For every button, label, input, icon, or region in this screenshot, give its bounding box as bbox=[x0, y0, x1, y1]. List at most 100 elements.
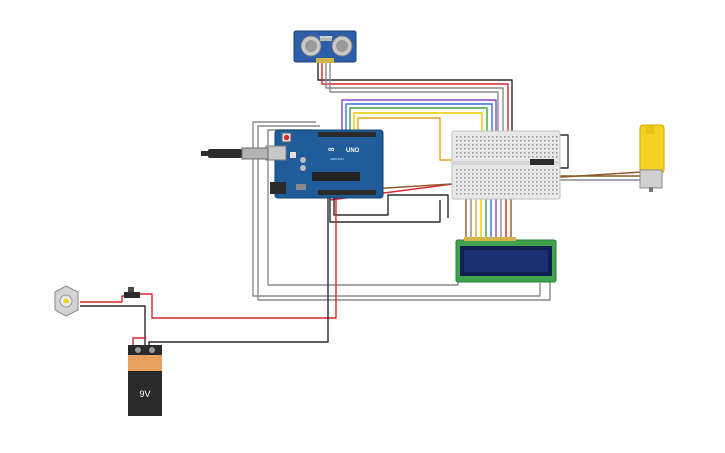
breadboard-hole bbox=[492, 173, 494, 175]
breadboard[interactable] bbox=[451, 130, 561, 200]
breadboard-hole bbox=[488, 144, 490, 146]
breadboard-hole bbox=[504, 144, 506, 146]
wire-yellow-data[interactable] bbox=[353, 112, 483, 140]
breadboard-hole bbox=[484, 148, 486, 150]
breadboard-hole bbox=[544, 140, 546, 142]
breadboard-hole bbox=[492, 193, 494, 195]
breadboard-hole bbox=[540, 152, 542, 154]
breadboard-hole bbox=[468, 156, 470, 158]
breadboard-hole bbox=[552, 181, 554, 183]
breadboard-hole bbox=[504, 152, 506, 154]
wire-red-fan[interactable] bbox=[80, 295, 128, 303]
ultrasonic-sensor[interactable]: HC-SR04 bbox=[293, 30, 357, 63]
breadboard-hole bbox=[508, 140, 510, 142]
breadboard-hole bbox=[472, 177, 474, 179]
breadboard-hole bbox=[496, 177, 498, 179]
breadboard-hole bbox=[508, 144, 510, 146]
breadboard-hole bbox=[540, 140, 542, 142]
wire-red-switch[interactable] bbox=[138, 198, 337, 319]
breadboard-hole bbox=[548, 136, 550, 138]
breadboard-hole bbox=[556, 148, 558, 150]
breadboard-hole bbox=[556, 156, 558, 158]
wire-gray-sensor-1[interactable] bbox=[325, 62, 504, 131]
breadboard-hole bbox=[544, 156, 546, 158]
breadboard-hole bbox=[468, 140, 470, 142]
breadboard-hole bbox=[548, 148, 550, 150]
breadboard-hole bbox=[504, 177, 506, 179]
breadboard-hole bbox=[536, 156, 538, 158]
breadboard-hole bbox=[528, 152, 530, 154]
wires bbox=[80, 62, 643, 346]
breadboard-hole bbox=[520, 193, 522, 195]
breadboard-hole bbox=[548, 193, 550, 195]
breadboard-hole bbox=[504, 169, 506, 171]
breadboard-hole bbox=[504, 136, 506, 138]
breadboard-hole bbox=[532, 169, 534, 171]
breadboard-hole bbox=[552, 136, 554, 138]
wire-black-bottom-loop[interactable] bbox=[333, 194, 449, 218]
breadboard-hole bbox=[532, 156, 534, 158]
breadboard-hole bbox=[540, 148, 542, 150]
breadboard-hole bbox=[512, 177, 514, 179]
dc-gear-motor[interactable] bbox=[639, 124, 665, 192]
breadboard-hole bbox=[484, 140, 486, 142]
breadboard-hole bbox=[464, 185, 466, 187]
lcd-display[interactable] bbox=[455, 237, 557, 283]
breadboard-hole bbox=[520, 173, 522, 175]
breadboard-hole bbox=[548, 156, 550, 158]
breadboard-hole bbox=[548, 181, 550, 183]
breadboard-hole bbox=[460, 189, 462, 191]
breadboard-hole bbox=[460, 173, 462, 175]
wire-red-sensor[interactable] bbox=[321, 62, 509, 131]
breadboard-hole bbox=[524, 144, 526, 146]
wire-red-battery[interactable] bbox=[132, 337, 146, 346]
breadboard-hole bbox=[460, 193, 462, 195]
arduino-uno[interactable]: ∞ UNO ARDUINO bbox=[265, 129, 384, 199]
wire-black-arduino-gnd[interactable] bbox=[329, 198, 441, 223]
wire-gray-outer-1[interactable] bbox=[257, 125, 551, 301]
breadboard-hole bbox=[524, 185, 526, 187]
breadboard-hole bbox=[508, 173, 510, 175]
wire-black-fan[interactable] bbox=[80, 305, 146, 346]
wire-gray-outer-2[interactable] bbox=[252, 121, 541, 297]
breadboard-hole bbox=[524, 173, 526, 175]
breadboard-hole bbox=[504, 173, 506, 175]
wire-black-sensor[interactable] bbox=[317, 62, 513, 131]
breadboard-hole bbox=[500, 144, 502, 146]
power-jack bbox=[270, 182, 286, 194]
breadboard-hole bbox=[492, 185, 494, 187]
wire-blue-data[interactable] bbox=[345, 103, 493, 140]
sensor-label: HC-SR04 bbox=[320, 35, 333, 39]
fan-motor[interactable] bbox=[54, 285, 79, 317]
breadboard-hole bbox=[552, 169, 554, 171]
slide-switch[interactable] bbox=[124, 287, 140, 298]
breadboard-hole bbox=[516, 177, 518, 179]
breadboard-hole bbox=[520, 144, 522, 146]
breadboard-hole bbox=[500, 177, 502, 179]
wire-purple-data[interactable] bbox=[341, 99, 497, 140]
breadboard-hole bbox=[556, 177, 558, 179]
breadboard-hole bbox=[512, 193, 514, 195]
wire-black-battery[interactable] bbox=[148, 198, 329, 346]
breadboard-hole bbox=[460, 152, 462, 154]
breadboard-hole bbox=[552, 152, 554, 154]
breadboard-hole bbox=[476, 156, 478, 158]
breadboard-hole bbox=[512, 169, 514, 171]
breadboard-hole bbox=[540, 144, 542, 146]
breadboard-hole bbox=[532, 185, 534, 187]
breadboard-hole bbox=[532, 152, 534, 154]
breadboard-hole bbox=[544, 177, 546, 179]
breadboard-hole bbox=[484, 144, 486, 146]
wire-green-data[interactable] bbox=[349, 107, 488, 140]
breadboard-hole bbox=[484, 185, 486, 187]
breadboard-hole bbox=[556, 144, 558, 146]
breadboard-hole bbox=[468, 177, 470, 179]
wire-gray-sensor-2[interactable] bbox=[329, 62, 499, 131]
breadboard-hole bbox=[492, 181, 494, 183]
breadboard-hole bbox=[548, 140, 550, 142]
breadboard-hole bbox=[472, 181, 474, 183]
battery-9v[interactable]: 9V bbox=[128, 345, 162, 416]
breadboard-hole bbox=[512, 152, 514, 154]
usb-cable[interactable] bbox=[201, 147, 269, 160]
breadboard-hole bbox=[492, 140, 494, 142]
